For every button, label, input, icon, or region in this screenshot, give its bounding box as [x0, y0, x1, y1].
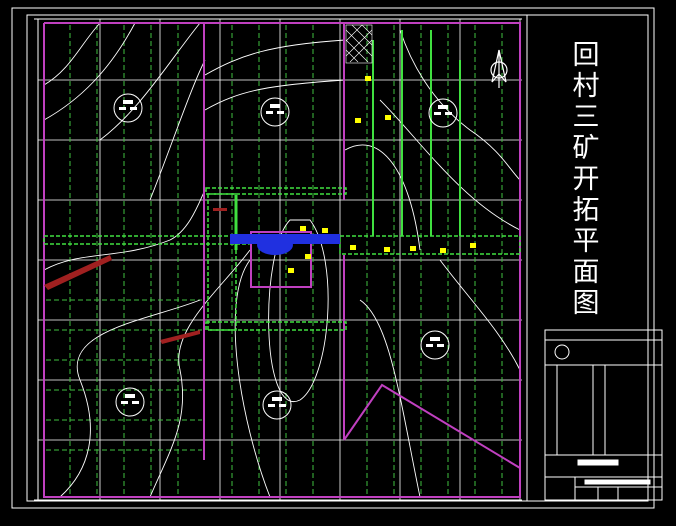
marker: [305, 254, 311, 259]
coordinate-grid: [38, 19, 522, 500]
marker: [300, 226, 306, 231]
north-arrow-icon: [490, 49, 508, 88]
marker: [322, 228, 328, 233]
mine-boundary: [43, 22, 521, 498]
borehole-symbol-icon: [115, 387, 145, 417]
drawing-title: 回村三矿开拓平面图: [568, 40, 604, 319]
marker: [350, 245, 356, 250]
marker: [385, 115, 391, 120]
title-char: 图: [572, 288, 600, 319]
fault-zones: [44, 208, 227, 344]
marker: [410, 246, 416, 251]
marker: [470, 243, 476, 248]
marker: [384, 247, 390, 252]
borehole-symbol-icon: [428, 98, 458, 128]
borehole-symbol-icon: [420, 330, 450, 360]
borehole-symbol-icon: [262, 390, 292, 420]
marker: [288, 268, 294, 273]
mine-workings: [230, 234, 340, 255]
legend-table: [544, 329, 663, 501]
borehole-symbols: [113, 93, 458, 420]
title-char: 开: [572, 164, 600, 195]
title-char: 拓: [572, 195, 600, 226]
title-char: 面: [572, 257, 600, 288]
marker: [440, 248, 446, 253]
hatched-area: [345, 24, 373, 64]
borehole-symbol-icon: [113, 93, 143, 123]
marker: [365, 76, 371, 81]
contour-lines: [43, 22, 521, 498]
drawing-frame: [11, 7, 655, 509]
markers: [288, 76, 476, 273]
title-char: 三: [572, 102, 600, 133]
title-char: 平: [572, 226, 600, 257]
roadways: [43, 30, 521, 331]
title-char: 回: [572, 40, 600, 71]
marker: [355, 118, 361, 123]
borehole-symbol-icon: [260, 97, 290, 127]
title-char: 村: [572, 71, 600, 102]
title-char: 矿: [572, 133, 600, 164]
